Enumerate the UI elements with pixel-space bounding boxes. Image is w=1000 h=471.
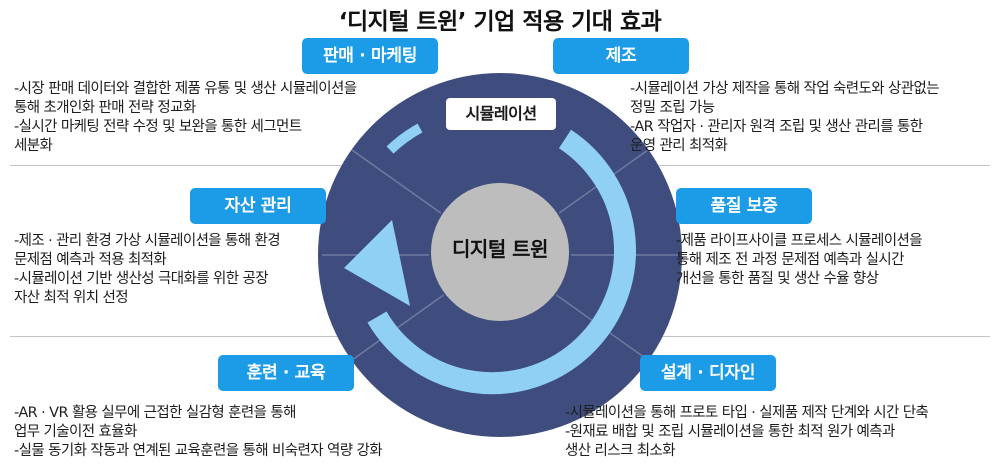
text-line: 운영 관리 최적화 [630, 138, 728, 154]
badge-design: 설계 · 디자인 [640, 355, 776, 391]
text-line: -AR 작업자 · 관리자 원격 조립 및 생산 관리를 통한 [630, 119, 923, 135]
badge-quality-assurance: 품질 보증 [676, 188, 812, 224]
text-line: -실물 동기화 작동과 연계된 교육훈련을 통해 비숙련자 역량 강화 [14, 443, 383, 459]
separator-line-right-top [590, 165, 990, 166]
diagram-title: ‘디지털 트윈’ 기업 적용 기대 효과 [338, 9, 662, 35]
text-line: 생산 리스크 최소화 [565, 443, 676, 459]
badge-asset-management: 자산 관리 [190, 188, 326, 224]
separator-line-left-top [10, 165, 410, 166]
text-line: -시뮬레이션 기반 생산성 극대화를 위한 공장 [14, 271, 269, 287]
cycle-arrowhead [344, 220, 410, 306]
text-line: 자산 최적 위치 선정 [14, 290, 129, 306]
text-line: 개선을 통한 품질 및 생산 수율 향상 [676, 271, 879, 287]
center-label: 디지털 트윈 [452, 237, 548, 261]
text-line: -실시간 마케팅 전략 수정 및 보완을 통한 세그먼트 [14, 119, 302, 135]
text-line: 업무 기술이전 효율화 [14, 424, 137, 440]
text-line: 세분화 [14, 138, 53, 154]
text-line: -원재료 배합 및 조립 시뮬레이션을 통한 최적 원가 예측과 [565, 424, 895, 440]
text-line: 통해 초개인화 판매 전략 정교화 [14, 100, 196, 116]
badge-sales-marketing: 판매 · 마케팅 [302, 38, 438, 74]
text-design: -시뮬레이션을 통해 프로토 타입 · 실제품 제작 단계와 시간 단축 -원재… [565, 404, 929, 461]
text-line: -시장 판매 데이터와 결합한 제품 유통 및 생산 시뮬레이션을 [14, 81, 357, 97]
badge-manufacturing: 제조 [553, 38, 689, 74]
cycle-arrow-band [367, 129, 636, 395]
badge-training-education: 훈련 · 교육 [218, 355, 354, 391]
simulation-label: 시뮬레이션 [446, 98, 556, 130]
text-line: -제조 · 관리 환경 가상 시뮬레이션을 통해 환경 [14, 233, 281, 249]
text-line: -제품 라이프사이클 프로세스 시뮬레이션을 [676, 233, 923, 249]
text-training-education: -AR · VR 활용 실무에 근접한 실감형 훈련을 통해 업무 기술이전 효… [14, 404, 383, 461]
center-core [429, 181, 571, 323]
text-line: -시뮬레이션 가상 제작을 통해 작업 숙련도와 상관없는 [630, 81, 940, 97]
separator-line-right-bottom [590, 336, 990, 337]
cycle-arrow-tail [386, 123, 423, 154]
text-line: -AR · VR 활용 실무에 근접한 실감형 훈련을 통해 [14, 405, 296, 421]
text-quality-assurance: -제품 라이프사이클 프로세스 시뮬레이션을 통해 제조 전 과정 문제점 예측… [676, 232, 923, 289]
text-line: -시뮬레이션을 통해 프로토 타입 · 실제품 제작 단계와 시간 단축 [565, 405, 929, 421]
text-line: 정밀 조립 가능 [630, 100, 715, 116]
text-line: 통해 제조 전 과정 문제점 예측과 실시간 [676, 252, 905, 268]
text-sales-marketing: -시장 판매 데이터와 결합한 제품 유통 및 생산 시뮬레이션을 통해 초개인… [14, 80, 357, 156]
text-asset-management: -제조 · 관리 환경 가상 시뮬레이션을 통해 환경 문제점 예측과 적용 최… [14, 232, 281, 308]
text-line: 문제점 예측과 적용 최적화 [14, 252, 167, 268]
separator-line-left-bottom [10, 336, 410, 337]
text-manufacturing: -시뮬레이션 가상 제작을 통해 작업 숙련도와 상관없는 정밀 조립 가능 -… [630, 80, 940, 156]
